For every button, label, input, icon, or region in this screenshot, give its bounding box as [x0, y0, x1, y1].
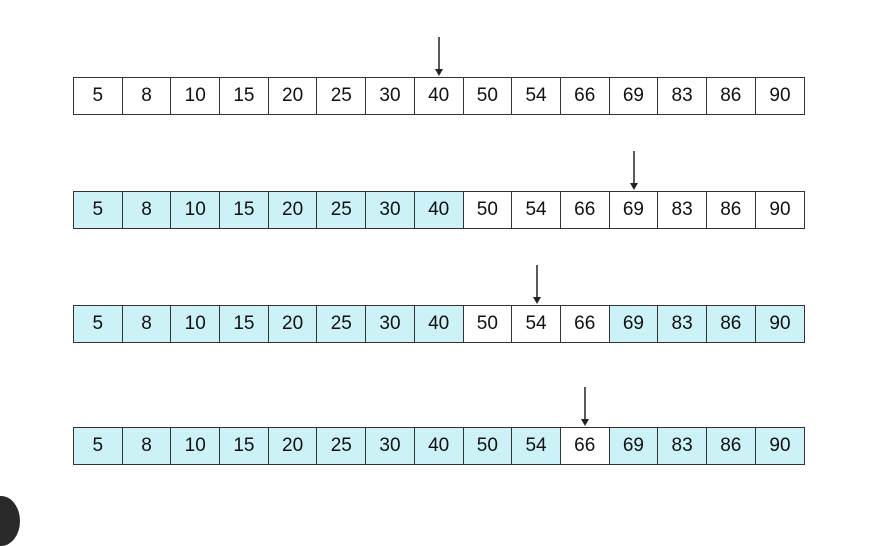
- array-cell-discarded: 90: [755, 306, 805, 342]
- array-cell: 69: [609, 192, 659, 228]
- array-cell: 20: [268, 78, 318, 114]
- array-cell-discarded: 86: [706, 306, 756, 342]
- array-cell: 8: [122, 78, 172, 114]
- array-cell: 83: [658, 192, 707, 228]
- array-cell-discarded: 5: [74, 192, 123, 228]
- arrow-head: [435, 69, 444, 76]
- array-cell: 90: [755, 192, 805, 228]
- array-cell-discarded: 8: [122, 192, 172, 228]
- array-cell-discarded: 83: [658, 306, 707, 342]
- array-cell-discarded: 15: [220, 306, 269, 342]
- array-cell-discarded: 83: [658, 428, 707, 464]
- array-cell-discarded: 30: [366, 306, 415, 342]
- pointer-arrow-icon: [581, 387, 590, 426]
- array-cell: 66: [560, 428, 610, 464]
- array-cell-discarded: 8: [122, 428, 172, 464]
- array-cell-discarded: 10: [171, 192, 221, 228]
- array-cell: 66: [560, 78, 610, 114]
- array-cell-discarded: 8: [122, 306, 172, 342]
- array-cell-discarded: 20: [268, 192, 318, 228]
- array-cell: 5: [74, 78, 123, 114]
- arrow-head: [532, 297, 541, 304]
- array-cell: 54: [512, 306, 561, 342]
- array-cell-discarded: 5: [74, 306, 123, 342]
- array-cell-discarded: 40: [414, 428, 464, 464]
- array-cell: 86: [706, 192, 756, 228]
- array-cell: 54: [512, 78, 561, 114]
- pointer-arrow-icon: [435, 37, 444, 76]
- array-cell-discarded: 10: [171, 306, 221, 342]
- array-cell-discarded: 30: [366, 428, 415, 464]
- array-cell-discarded: 15: [220, 192, 269, 228]
- array-cell: 30: [366, 78, 415, 114]
- array-cell: 15: [220, 78, 269, 114]
- array-cell-discarded: 86: [706, 428, 756, 464]
- array-cell-discarded: 25: [317, 428, 367, 464]
- array-cell-discarded: 5: [74, 428, 123, 464]
- array-cell: 40: [414, 78, 464, 114]
- array-cell: 50: [463, 306, 513, 342]
- array-cell-discarded: 10: [171, 428, 221, 464]
- array-cell-discarded: 50: [463, 428, 513, 464]
- array-cell: 50: [463, 192, 513, 228]
- array-cell-discarded: 20: [268, 428, 318, 464]
- array-cell: 83: [658, 78, 707, 114]
- array-cell-discarded: 69: [609, 306, 659, 342]
- array-cell: 10: [171, 78, 221, 114]
- array-cell-discarded: 40: [414, 192, 464, 228]
- array-cell-discarded: 25: [317, 192, 367, 228]
- array-cell: 54: [512, 192, 561, 228]
- array-cell: 86: [706, 78, 756, 114]
- pointer-arrow-icon: [630, 151, 639, 190]
- array-cell: 90: [755, 78, 805, 114]
- array-cell: 50: [463, 78, 513, 114]
- array-cell: 69: [609, 78, 659, 114]
- array-cell: 66: [560, 306, 610, 342]
- array-cell-discarded: 69: [609, 428, 659, 464]
- array-cell-discarded: 30: [366, 192, 415, 228]
- array-cell-discarded: 90: [755, 428, 805, 464]
- array-cell-discarded: 25: [317, 306, 367, 342]
- arrow-head: [581, 419, 590, 426]
- array-cell-discarded: 54: [512, 428, 561, 464]
- array-cell-discarded: 15: [220, 428, 269, 464]
- arrow-head: [630, 183, 639, 190]
- array-cell: 25: [317, 78, 367, 114]
- corner-fragment: [0, 496, 20, 546]
- array-cell-discarded: 40: [414, 306, 464, 342]
- array-cell-discarded: 20: [268, 306, 318, 342]
- array-cell: 66: [560, 192, 610, 228]
- pointer-arrow-icon: [532, 265, 541, 304]
